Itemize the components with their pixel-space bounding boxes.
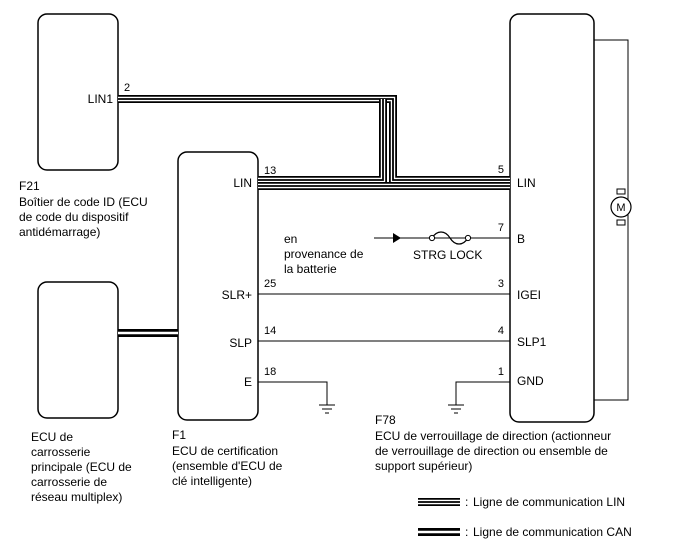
battery-label-1: en [284, 232, 297, 246]
f78-desc-3: support supérieur) [375, 459, 472, 473]
f21-code: F21 [19, 179, 40, 193]
f1-code: F1 [172, 428, 186, 442]
f78-pin-slp1-label: SLP1 [517, 335, 547, 349]
f1-pin-slr-number: 25 [264, 278, 276, 290]
f1-pin-lin-label: LIN [233, 176, 252, 190]
f1-certification-ecu-box [177, 151, 259, 421]
body-ecu-desc-2: carrosserie [31, 445, 91, 459]
lin-line-f21 [118, 95, 510, 184]
f1-desc-3: clé intelligente) [172, 474, 252, 488]
legend-lin-label: Ligne de communication LIN [473, 495, 625, 509]
f1-pin-lin-number: 13 [264, 165, 276, 177]
body-ecu-desc-3: principale (ECU de [31, 460, 132, 474]
f21-id-code-box [37, 13, 119, 171]
motor-loop-wire [594, 39, 629, 401]
battery-label-2: provenance de [284, 247, 364, 261]
f1-ground-icon [319, 404, 335, 414]
legend-lin-prefix: : [465, 495, 468, 509]
f1-ground-wire [258, 381, 328, 405]
fuse-label: STRG LOCK [413, 248, 482, 262]
f78-pin-igei-label: IGEI [517, 288, 541, 302]
f78-desc-1: ECU de verrouillage de direction (action… [375, 429, 611, 443]
main-body-ecu-box [37, 281, 119, 419]
battery-label-3: la batterie [284, 262, 337, 276]
f78-pin-gnd-number: 1 [498, 366, 504, 378]
f78-pin-lin-number: 5 [498, 164, 504, 176]
motor-symbol: M [616, 202, 625, 214]
f78-ground-wire [455, 381, 510, 405]
motor-icon [610, 188, 632, 226]
f21-pin-label: LIN1 [88, 92, 114, 106]
lin-line-f1 [258, 99, 387, 184]
f78-pin-igei-number: 3 [498, 278, 504, 290]
f78-desc-2: de verrouillage de direction ou ensemble… [375, 444, 608, 458]
fuse-icon [428, 231, 472, 245]
body-ecu-desc-1: ECU de [31, 430, 73, 444]
f21-pin-number: 2 [124, 82, 130, 94]
f78-code: F78 [375, 413, 396, 427]
f1-desc-1: ECU de certification [172, 444, 278, 458]
f1-pin-e-label: E [244, 375, 252, 389]
f1-desc-2: (ensemble d'ECU de [172, 459, 283, 473]
f1-pin-e-number: 18 [264, 366, 276, 378]
f78-ground-icon [448, 404, 464, 414]
f78-pin-lin-label: LIN [517, 176, 536, 190]
f1-pin-slp-label: SLP [229, 336, 252, 350]
body-ecu-desc-4: carrosserie de [31, 475, 107, 489]
f21-desc-1: Boîtier de code ID (ECU [19, 195, 148, 209]
f78-pin-b-number: 7 [498, 222, 504, 234]
legend-can-prefix: : [465, 525, 468, 539]
f78-pin-b-label: B [517, 232, 525, 246]
f21-desc-2: de code du dispositif [19, 210, 129, 224]
f21-desc-3: antidémarrage) [19, 225, 100, 239]
f78-pin-gnd-label: GND [517, 374, 544, 388]
legend-can-label: Ligne de communication CAN [473, 525, 632, 539]
body-ecu-desc-5: réseau multiplex) [31, 490, 122, 504]
f78-steering-lock-ecu-box [509, 13, 595, 423]
f1-pin-slr-label: SLR+ [222, 288, 252, 302]
f78-pin-slp1-number: 4 [498, 325, 504, 337]
arrow-icon [393, 233, 401, 243]
f1-pin-slp-number: 14 [264, 325, 276, 337]
